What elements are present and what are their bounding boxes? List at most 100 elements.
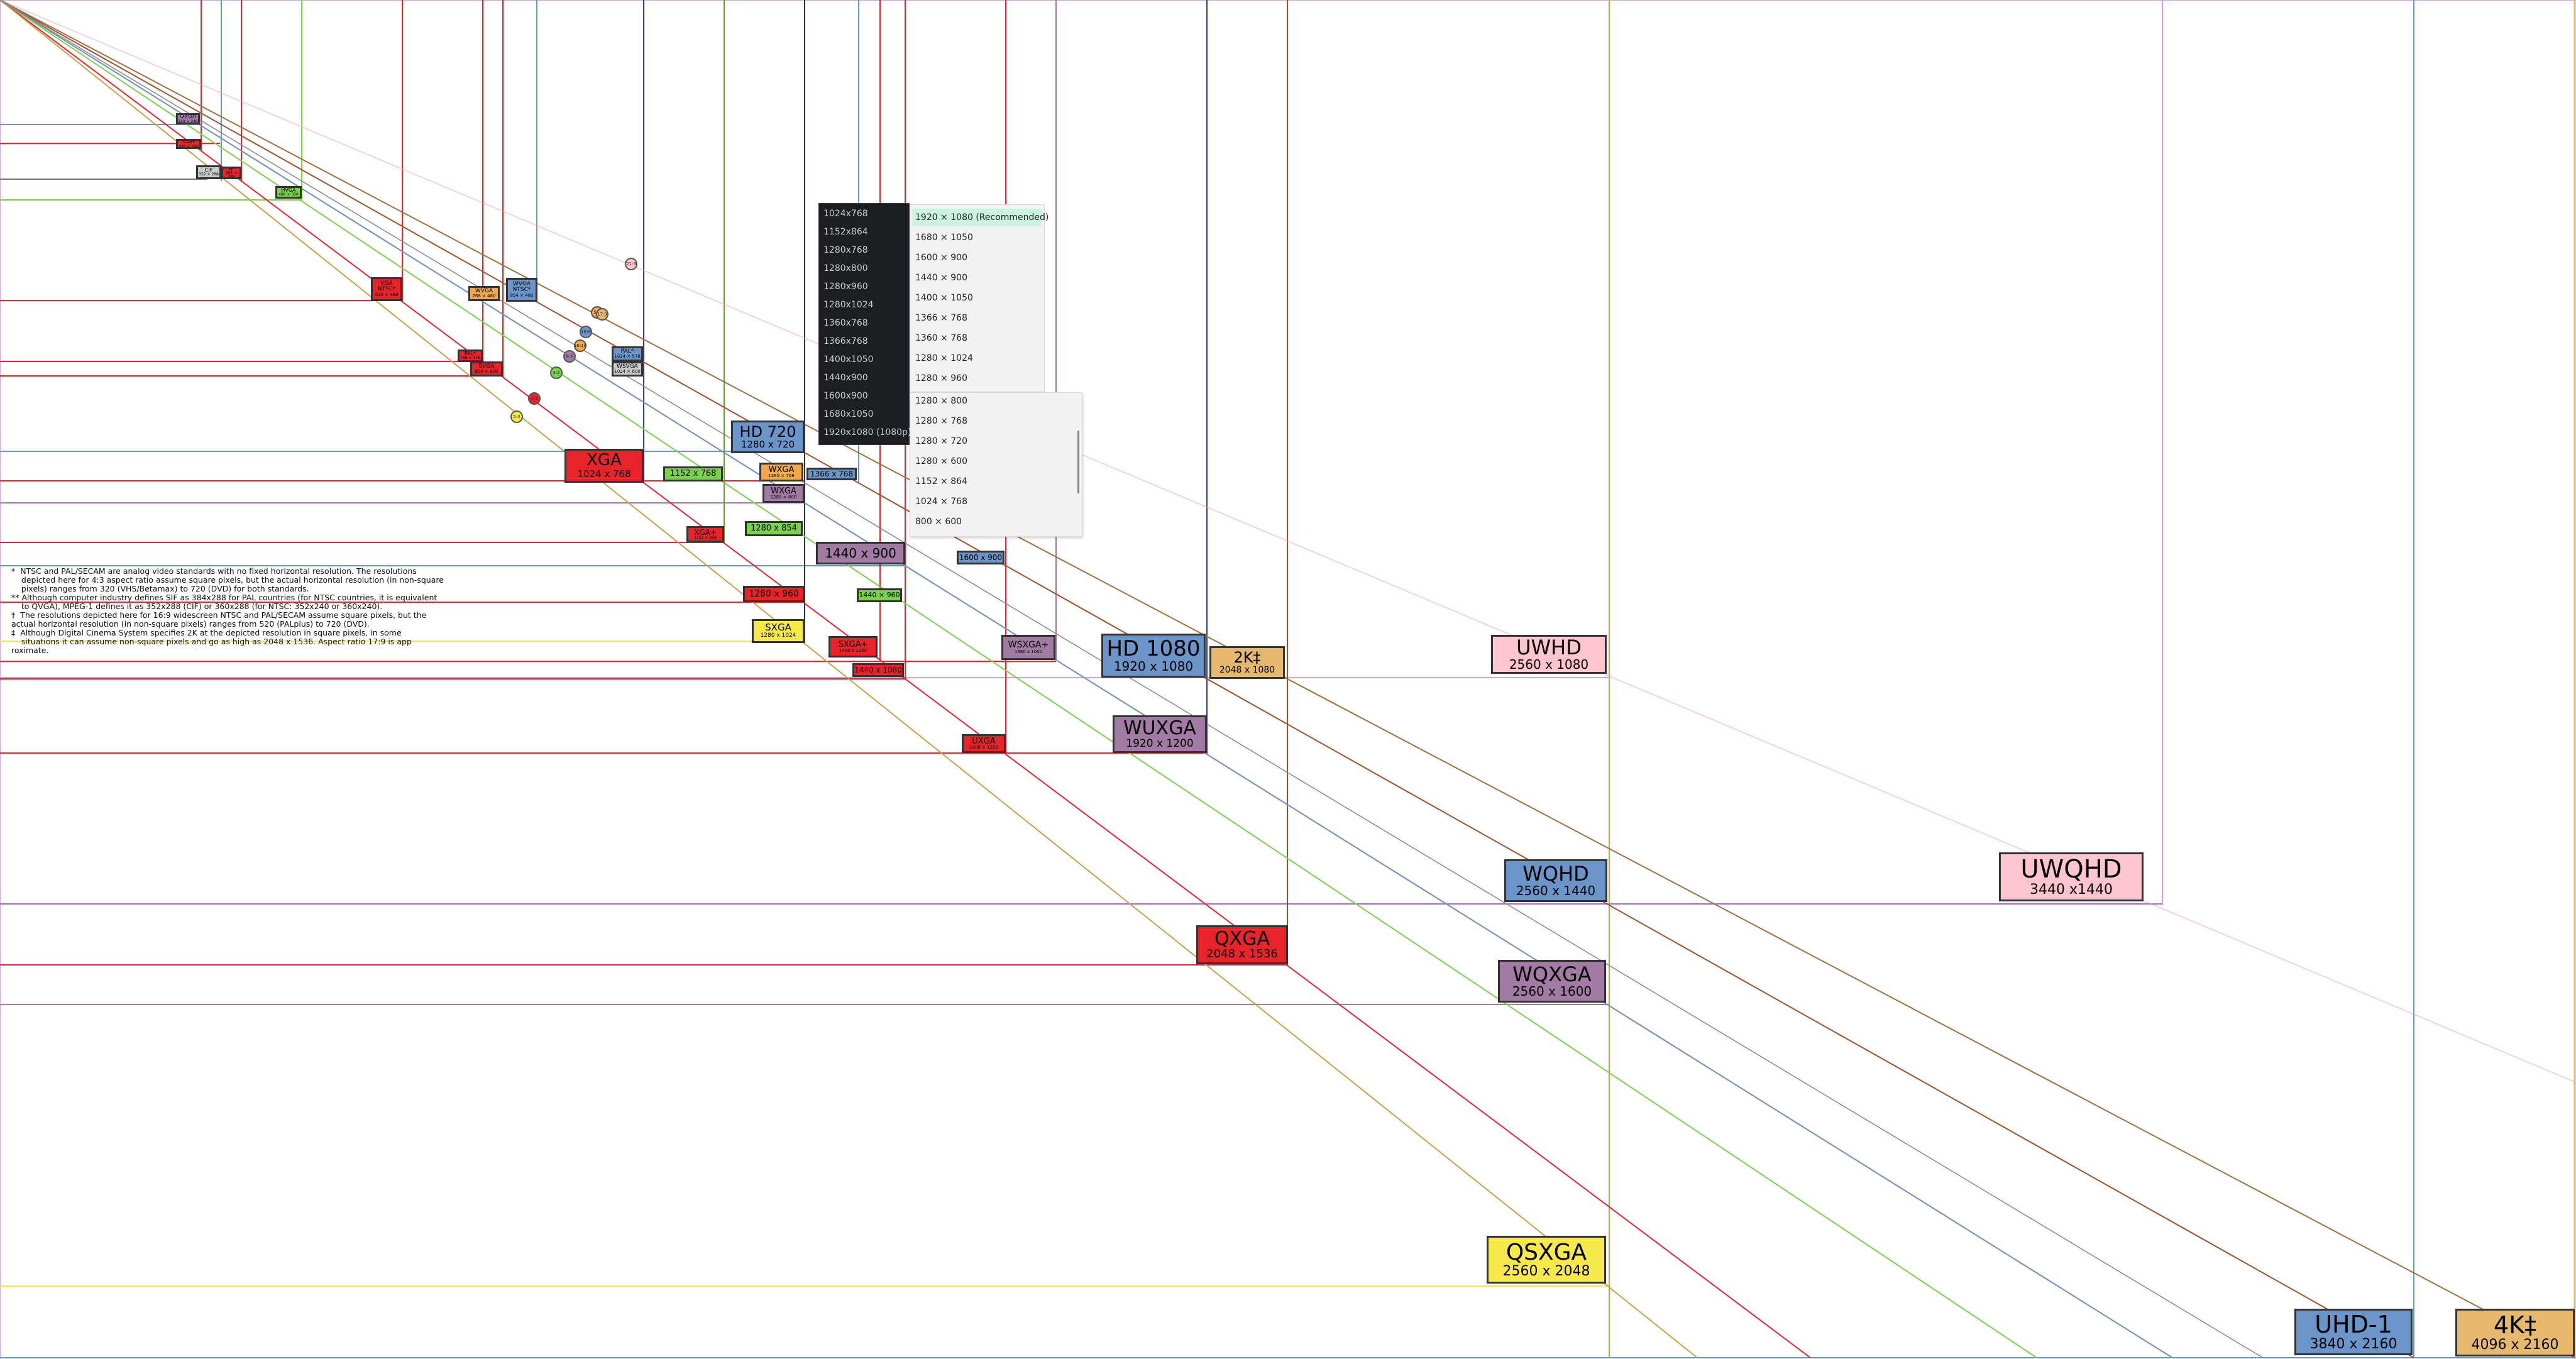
guide-line: [0, 0, 1811, 1358]
dropdown-option[interactable]: 1024x768: [823, 209, 868, 219]
resolution-name: UWQHD: [2020, 855, 2122, 884]
resolution-size: 480 × 320: [278, 192, 299, 197]
dropdown-option[interactable]: 1280 × 768: [915, 416, 967, 426]
dropdown-option[interactable]: 1680 × 1050: [915, 233, 973, 243]
resolution-name: WQXGA: [1512, 962, 1592, 986]
dropdown-option[interactable]: 1280x768: [823, 245, 868, 255]
resolution-box-1440x1080: 1440 x 1080: [852, 663, 904, 677]
resolution-name: VGA NTSC*: [377, 280, 396, 293]
dropdown-option[interactable]: 1920x1080 (1080p): [823, 427, 911, 437]
resolution-size: 1600 × 1200: [969, 745, 998, 751]
dropdown-option[interactable]: 1280 × 1024: [915, 353, 973, 363]
resolution-name: WVGA NTSC*: [512, 280, 531, 294]
resolution-box-sxga-plus: SXGA+1400 x 1050: [828, 636, 878, 657]
aspect-ratio-dot-r4-3: 4:3: [528, 392, 541, 405]
dropdown-option[interactable]: 1680x1050: [823, 409, 874, 419]
resolution-name: PAL*: [464, 350, 476, 356]
resolution-size: 2560 x 1080: [1509, 657, 1589, 673]
dropdown-option[interactable]: 1400 × 1050: [915, 293, 973, 303]
resolution-box-1440x960: 1440 × 960: [857, 588, 902, 602]
dropdown-option[interactable]: 1360x768: [823, 318, 868, 328]
footnote-line: roximate.: [11, 646, 49, 655]
resolution-name: HVGA: [281, 187, 296, 193]
resolution-name: WSVGA: [617, 363, 638, 370]
aspect-ratio-dot-r16-10: 16:10: [574, 339, 586, 352]
dropdown-option[interactable]: 1360 × 768: [915, 333, 967, 343]
selected-highlight: [912, 209, 1042, 226]
resolution-box-pal: PAL*768 × 576: [458, 349, 483, 362]
resolution-size: 1400 x 1050: [839, 648, 867, 654]
dropdown-option[interactable]: 1440 × 900: [915, 273, 967, 283]
resolution-name: QXGA: [1214, 927, 1270, 950]
resolution-dropdown-light[interactable]: 1920 × 1080 (Recommended) 1680 × 1050 1600…: [910, 204, 1049, 392]
dropdown-option[interactable]: 1366 × 768: [915, 313, 967, 323]
resolution-size: 768 × 480: [472, 294, 496, 299]
resolution-dropdown-light-lower[interactable]: 1280 × 800 1280 × 768 1280 × 720 1280 × 600…: [910, 392, 1082, 537]
footnote-line: pixels) ranges from 320 (VHS/Betamax) to…: [11, 584, 309, 593]
resolution-size: 3840 x 2160: [2309, 1336, 2397, 1353]
resolution-name: SVGA: [478, 363, 495, 370]
resolution-size: 854 × 480: [510, 292, 534, 298]
resolution-size: 2048 x 1080: [1219, 665, 1275, 676]
resolution-size: 2048 x 1536: [1206, 947, 1278, 961]
resolution-name: WSXGA+: [1008, 639, 1049, 650]
footnote-line: depicted here for 4:3 aspect ratio assum…: [11, 575, 444, 585]
resolution-name: UXGA: [972, 736, 996, 746]
resolution-name: WQHD: [1522, 861, 1589, 886]
resolution-name: WXGA: [771, 486, 796, 496]
dropdown-option[interactable]: 1920 × 1080 (Recommended): [915, 212, 1049, 223]
resolution-dropdown-dark[interactable]: 1024x768 1152x864 1280x768 1280x800 1280x960…: [818, 203, 911, 445]
dropdown-option[interactable]: 1280x960: [823, 282, 868, 292]
dropdown-option[interactable]: 1600 × 900: [915, 253, 967, 263]
resolution-name: HD 1080: [1106, 635, 1201, 661]
scrollbar[interactable]: [1077, 431, 1079, 493]
dropdown-option[interactable]: 1366x768: [823, 336, 868, 346]
dropdown-option[interactable]: 1600x900: [823, 391, 868, 401]
guide-line: [0, 0, 2037, 1358]
dropdown-option[interactable]: 800 × 600: [915, 517, 962, 527]
guide-line: [0, 0, 2576, 1083]
resolution-name: 1440 × 960: [859, 591, 900, 600]
resolution-name: WUXGA: [1123, 717, 1196, 740]
dropdown-option[interactable]: 1280 × 800: [915, 396, 967, 406]
resolution-size: 1920 x 1200: [1126, 737, 1194, 750]
dropdown-option[interactable]: 1280 × 960: [915, 373, 967, 383]
dropdown-option[interactable]: 1152 × 864: [915, 476, 967, 487]
resolution-box-1366x768: 1366 x 768: [806, 468, 857, 480]
aspect-ratio-dot-r5-4: 5:4: [510, 410, 523, 423]
resolution-size: 640 × 480: [375, 292, 399, 297]
dropdown-option[interactable]: 1280x800: [823, 263, 868, 273]
dropdown-option[interactable]: 1280 × 720: [915, 436, 967, 446]
aspect-ratio-dot-r21-9: 21:9: [625, 258, 637, 270]
dropdown-option[interactable]: 1400x1050: [823, 355, 874, 365]
resolution-size: 2560 x 1440: [1516, 883, 1596, 899]
dropdown-option[interactable]: 1024 × 768: [915, 497, 967, 507]
resolution-name: 1440 x 1080: [854, 665, 902, 674]
resolution-size: 1280 x 1024: [760, 632, 796, 639]
resolution-name: WVGA: [475, 287, 493, 294]
dropdown-option[interactable]: 1280 × 600: [915, 456, 967, 466]
dropdown-option[interactable]: 1280x1024: [823, 300, 874, 310]
resolution-box-wsxga-plus: WSXGA+1680 x 1050: [1001, 635, 1055, 660]
dropdown-option[interactable]: 1152x864: [823, 227, 868, 237]
guide-line: [0, 0, 1698, 1358]
resolution-name: 1600 x 900: [959, 553, 1003, 562]
resolution-name: XGA+: [694, 527, 717, 537]
dropdown-option[interactable]: 1440x900: [823, 373, 868, 383]
resolution-box-4k: 4K‡4096 x 2160: [2455, 1309, 2575, 1356]
resolution-size: 800 × 600: [475, 369, 498, 375]
